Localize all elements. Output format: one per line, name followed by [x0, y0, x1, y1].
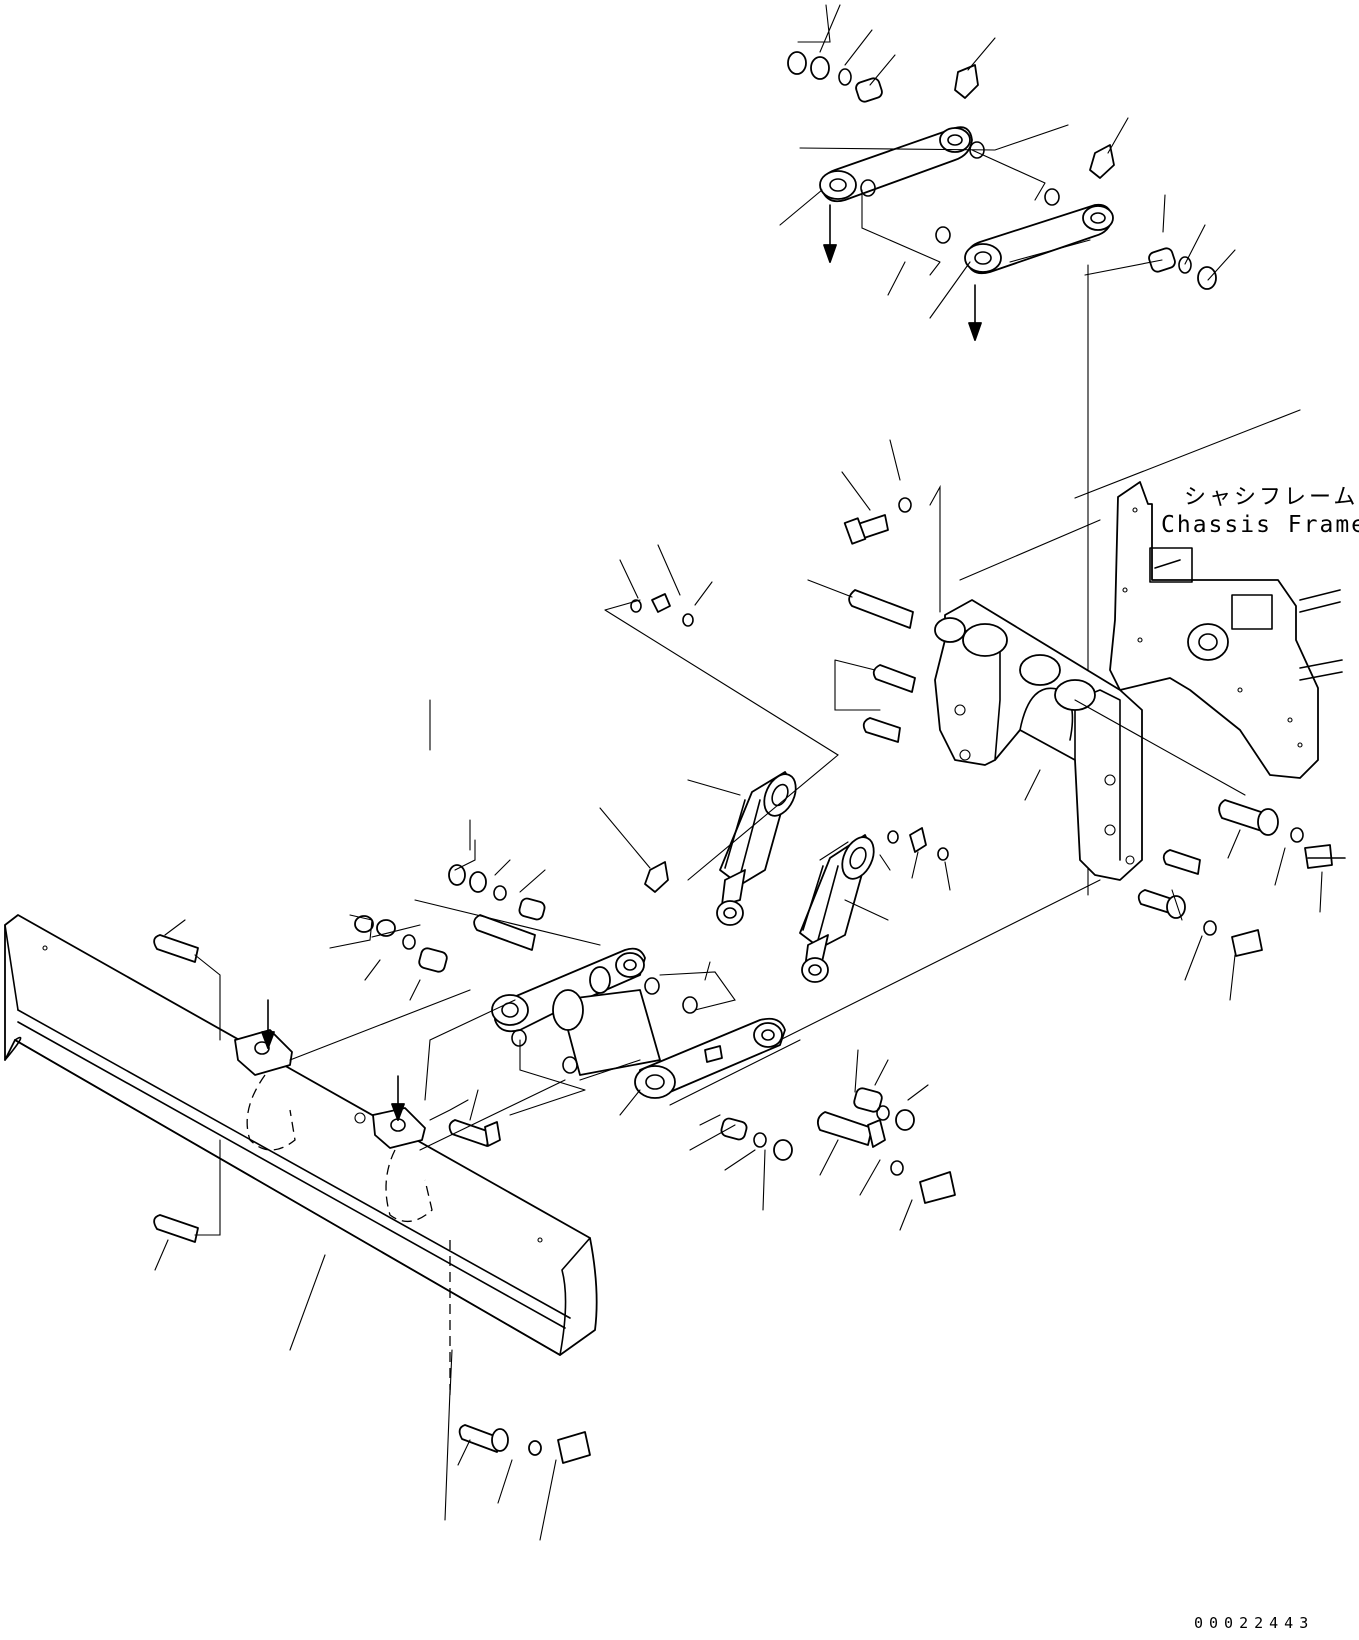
dozer-blade [5, 915, 597, 1540]
misc-leaders [430, 700, 720, 1125]
chassis-frame-label-en: Chassis Frame [1161, 512, 1359, 538]
chassis-frame-label-jp: シャシフレーム [1184, 485, 1359, 510]
upper-link-bars [780, 5, 1235, 895]
hydraulic-cylinders [600, 545, 950, 982]
drawing-number: 00022443 [1194, 1614, 1315, 1632]
lower-arm-assembly [330, 820, 1100, 1230]
mounting-bracket [808, 410, 1345, 1000]
chassis-frame [1110, 482, 1342, 778]
